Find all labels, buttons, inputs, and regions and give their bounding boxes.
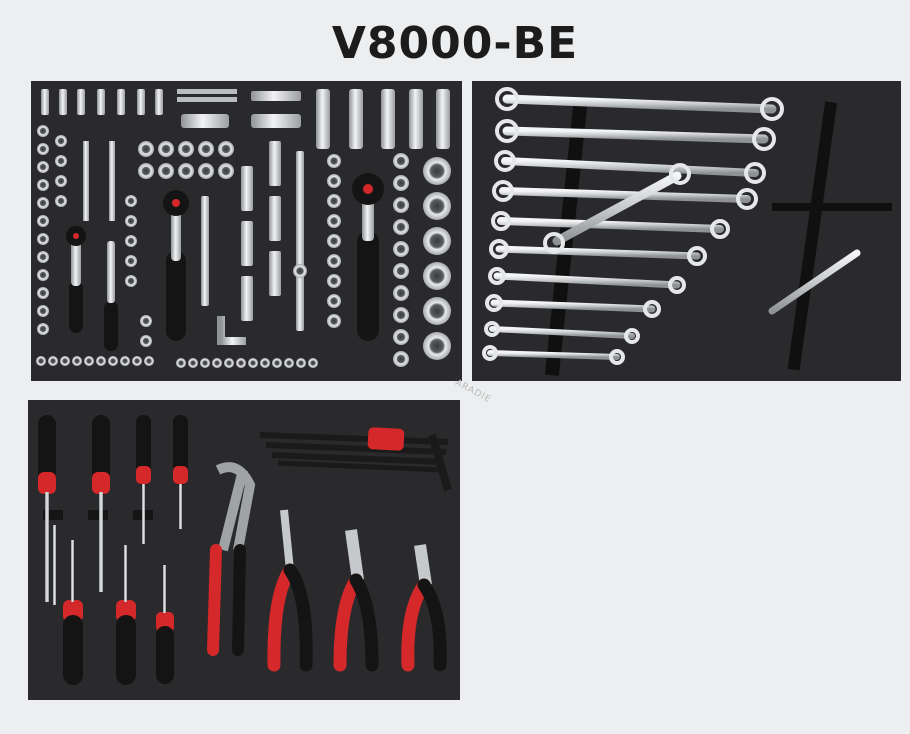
screwdrivers-bottom-row — [53, 525, 174, 685]
needle-nose-pliers — [267, 509, 313, 672]
ring-ends — [482, 87, 784, 365]
combination-pliers — [333, 529, 379, 672]
medium-ratchet — [163, 190, 189, 341]
wrench-tray-image — [482, 87, 893, 376]
model-title: V8000-BE — [331, 18, 579, 69]
bit-row — [177, 89, 237, 102]
bottom-bits — [36, 356, 318, 368]
hand-tool-tray — [28, 400, 460, 700]
medium-sockets — [125, 141, 234, 347]
large-socket-column — [423, 157, 451, 360]
socket-tray-image — [36, 89, 451, 368]
left-socket-column — [37, 125, 67, 335]
ring-spanners — [487, 94, 777, 360]
center-deep-sockets — [241, 141, 281, 321]
screwdrivers-top-row — [38, 415, 188, 602]
water-pump-pliers — [207, 462, 256, 656]
top-deep-sockets — [41, 89, 163, 115]
side-cutters — [401, 544, 447, 672]
large-ratchet — [352, 173, 384, 341]
hand-tool-tray-image — [38, 415, 452, 685]
large-deep-sockets — [316, 89, 450, 149]
combination-wrenches — [709, 106, 893, 369]
socket-column-right — [327, 153, 409, 367]
small-ratchet-left — [66, 226, 86, 333]
wrench-tray — [472, 81, 901, 381]
small-ratchet-mid — [104, 241, 118, 351]
socket-tray — [31, 81, 462, 381]
hex-key-set — [259, 427, 452, 492]
